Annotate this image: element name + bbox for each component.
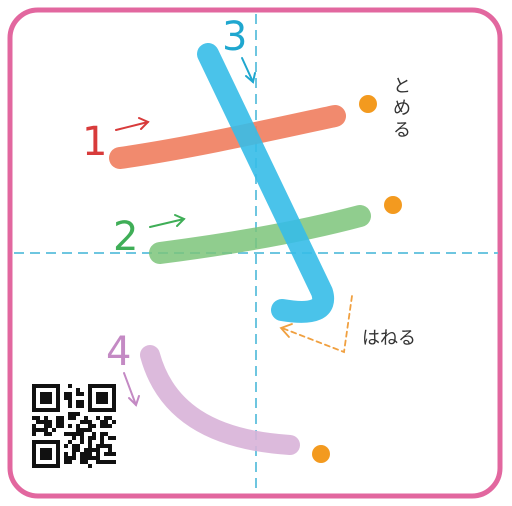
stroke-3-path bbox=[197, 43, 335, 323]
stroke-4-direction-arrow bbox=[123, 372, 140, 407]
stroke-1-path bbox=[109, 105, 346, 169]
tome-label-char-3: る bbox=[393, 120, 411, 141]
stroke-3-direction-arrow bbox=[241, 57, 256, 84]
hane-arrow-head bbox=[279, 323, 293, 338]
tome-label-char-2: め bbox=[393, 98, 411, 119]
stroke-3-number: 3 bbox=[222, 14, 247, 60]
stroke-1-stop-dot bbox=[359, 95, 377, 113]
hane-arrow bbox=[281, 295, 353, 354]
hane-label: はねる bbox=[362, 328, 416, 349]
stroke-1-number: 1 bbox=[82, 119, 107, 165]
stroke-2-stop-dot bbox=[384, 196, 402, 214]
stroke-4-path bbox=[140, 345, 300, 455]
stroke-4-number: 4 bbox=[106, 329, 131, 375]
stroke-4-stop-dot bbox=[312, 445, 330, 463]
stroke-1-direction-arrow bbox=[115, 117, 150, 131]
qr-code-icon bbox=[30, 382, 118, 474]
tome-label-char-1: と bbox=[393, 76, 411, 97]
stroke-2-path bbox=[149, 205, 371, 264]
stroke-2-direction-arrow bbox=[149, 214, 186, 228]
stroke-2-number: 2 bbox=[113, 214, 138, 260]
